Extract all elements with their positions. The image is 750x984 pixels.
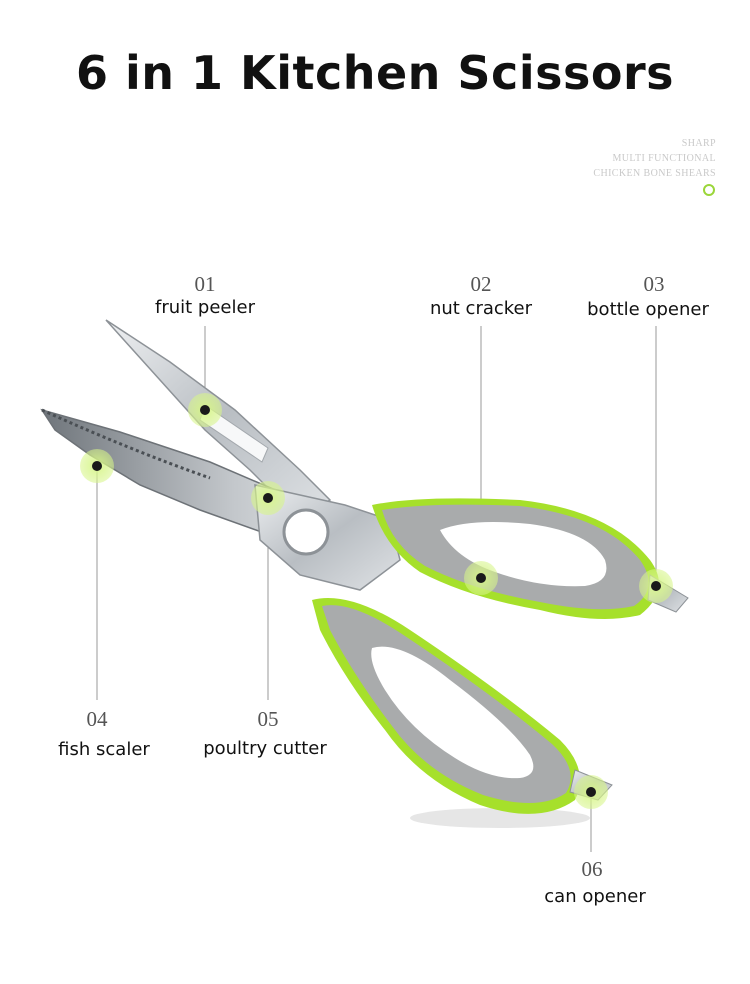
marker-04 (80, 449, 114, 483)
shadow (410, 808, 590, 828)
feature-label-fruit-peeler: fruit peeler (155, 297, 255, 318)
lower-handle-loop (371, 646, 534, 779)
feature-number-02: 02 (470, 272, 492, 296)
marker-02 (464, 561, 498, 595)
feature-number-05: 05 (257, 707, 279, 731)
marker-01 (188, 393, 222, 427)
page-title: 6 in 1 Kitchen Scissors (75, 46, 675, 100)
feature-label-fish-scaler: fish scaler (58, 739, 150, 760)
feature-number-06: 06 (581, 857, 603, 881)
tagline-line-1: SHARP (681, 138, 716, 149)
feature-number-01: 01 (194, 272, 216, 296)
feature-label-poultry-cutter: poultry cutter (203, 738, 327, 759)
feature-number-03: 03 (643, 272, 665, 296)
tagline-line-3: CHICKEN BONE SHEARS (593, 168, 716, 179)
marker-05 (251, 481, 285, 515)
feature-label-bottle-opener: bottle opener (587, 299, 709, 320)
feature-markers (80, 393, 673, 809)
feature-number-04: 04 (86, 707, 108, 731)
marker-03 (639, 569, 673, 603)
tagline-line-2: MULTI FUNCTIONAL (612, 153, 716, 164)
feature-label-can-opener: can opener (544, 886, 646, 907)
feature-label-nut-cracker: nut cracker (429, 298, 533, 319)
tagline-ring-icon (703, 184, 715, 196)
marker-06 (574, 775, 608, 809)
upper-handle-loop (440, 522, 607, 587)
tagline: SHARP MULTI FUNCTIONAL CHICKEN BONE SHEA… (593, 136, 716, 181)
pivot-hole (282, 508, 330, 556)
leader-lines (96, 326, 657, 852)
